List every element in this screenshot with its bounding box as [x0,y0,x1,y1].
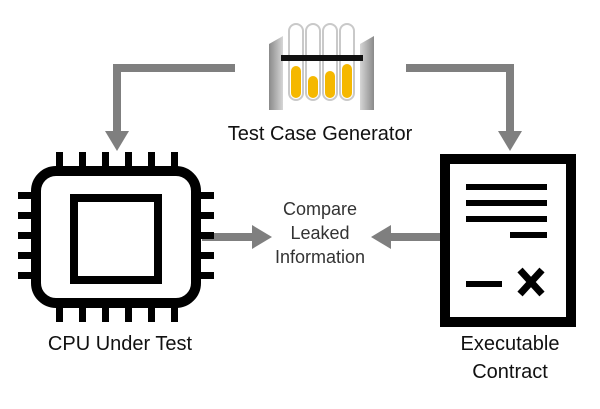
test-tubes-icon [269,23,374,110]
compare-line-3: Information [274,247,366,267]
arrow-contract-to-compare [371,225,440,249]
test-case-generator-label: Test Case Generator [227,123,413,145]
arrow-generator-to-contract [406,64,522,151]
executable-contract-label-line-2: Contract [472,361,548,383]
cpu-chip-icon [18,152,214,322]
compare-line-2: Leaked [290,223,350,243]
executable-contract-label-line-1: Executable [460,333,560,355]
cpu-under-test-label: CPU Under Test [47,333,193,355]
compare-line-1: Compare [282,199,358,219]
arrow-generator-to-cpu [105,64,235,151]
contract-document-icon [440,154,576,327]
